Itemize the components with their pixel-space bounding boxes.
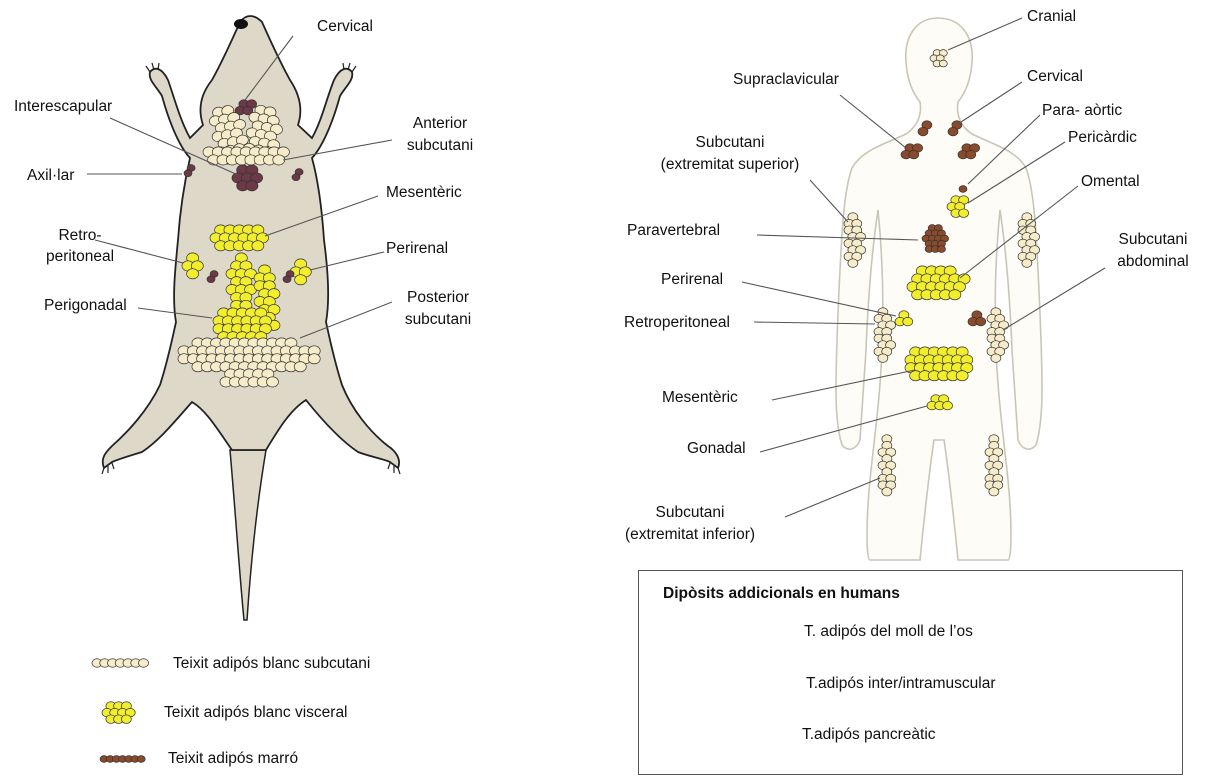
human-label-supraclavicular: Supraclavicular: [733, 70, 839, 89]
human-label-omental: Omental: [1081, 172, 1140, 191]
human-subcut-leg-right-blob: [989, 487, 999, 496]
mouse-label-interescapular: Interescapular: [14, 97, 112, 116]
human-label-subcut-inf-2: (extremitat inferior): [600, 525, 780, 544]
human-cervical-left-blob: [918, 127, 928, 136]
mouse-perirenal-right-blob: [283, 276, 291, 283]
human-label-pericardic: Pericàrdic: [1068, 128, 1137, 147]
human-label-subcut-sup-1: Subcutani: [630, 133, 830, 152]
mouse-label-axillar: Axil·lar: [27, 166, 74, 185]
human-mesenteric-depot-blob: [956, 371, 968, 381]
mouse-label-perigonadal: Perigonadal: [44, 296, 127, 315]
human-subcut-arm-right-blob: [1022, 259, 1032, 268]
mouse-label-perirenal: Perirenal: [386, 239, 448, 258]
mouse-anterior-subcutaneous-band-blob: [273, 155, 285, 165]
human-label-gonadal: Gonadal: [687, 439, 746, 458]
human-supraclavicular-left-blob: [909, 150, 919, 159]
mouse-label-anterior-2: subcutani: [390, 136, 490, 155]
human-retroperitoneal-right-blob: [991, 354, 1001, 363]
mouse-label-retro-1: Retro-: [40, 226, 120, 245]
legend-visceral-white: Teixit adipós blanc visceral: [164, 704, 348, 722]
intramuscular-label: T.adipós inter/intramuscular: [806, 675, 996, 693]
additional-depots-title: Dipòsits addicionals en humans: [663, 585, 900, 603]
bone-marrow-label: T. adipós del moll de l’os: [804, 623, 973, 641]
additional-depots-box: Dipòsits addicionals en humans T. adipós…: [638, 570, 1183, 775]
mouse-label-retro-2: peritoneal: [40, 247, 120, 266]
human-label-subcut-abd-1: Subcutani: [1098, 230, 1208, 249]
mouse-posterior-subcutaneous-lower: [220, 369, 279, 387]
legend-subcutaneous-white: Teixit adipós blanc subcutani: [173, 655, 370, 673]
mouse-posterior-subcutaneous-blob: [308, 354, 320, 364]
human-retroperitoneal-right: [987, 308, 1009, 363]
human-paraaortic-depot: [959, 186, 967, 193]
human-cranial-depot-blob: [939, 60, 947, 67]
mouse-axillar-right-blob: [292, 174, 300, 181]
human-paraaortic-depot-blob: [959, 186, 967, 193]
human-label-retroperitoneal: Retroperitoneal: [624, 313, 730, 332]
human-pericardic-depot-blob: [959, 209, 969, 218]
mouse-posterior-subcutaneous-blob: [294, 362, 306, 372]
leader-human-perirenal: [742, 282, 896, 316]
human-cervical-right-blob: [948, 127, 958, 136]
leader-human-supraclavicular: [840, 95, 906, 148]
legend-subcutaneous-icon: [92, 659, 149, 668]
human-retroperitoneal-left-blob: [878, 354, 888, 363]
human-label-cervical: Cervical: [1027, 67, 1083, 86]
human-subcut-leg-left-blob: [882, 487, 892, 496]
human-gonadal-depot-blob: [943, 401, 953, 410]
legend-brown-icon-blob: [137, 756, 145, 763]
mouse-tail: [230, 450, 266, 620]
mouse-perirenal-left-blob: [207, 276, 215, 283]
human-perirenal-right-blob: [976, 317, 986, 326]
mouse-label-posterior-1: Posterior: [388, 288, 488, 307]
mouse-anterior-subcutaneous-band: [203, 147, 289, 165]
human-paravertebral-depot-blob: [938, 246, 946, 253]
mouse-retroperitoneal-right-blob: [295, 275, 307, 285]
human-perirenal-left-blob: [903, 317, 913, 326]
legend-visceral-icon: [102, 702, 135, 724]
pancreatic-label: T.adipós pancreàtic: [802, 726, 936, 744]
human-subcut-arm-left-blob: [848, 259, 858, 268]
human-label-paraaortic: Para- aòrtic: [1042, 101, 1122, 120]
legend-brown: Teixit adipós marró: [168, 750, 298, 768]
human-label-subcut-inf-1: Subcutani: [600, 503, 780, 522]
mouse-interscapular-depot: [232, 165, 263, 191]
leader-human-subcut-sup: [810, 180, 848, 222]
leader-human-subcut-inf: [785, 478, 880, 517]
legend-brown-icon: [100, 756, 145, 763]
mouse-axillar-left-blob: [184, 170, 192, 177]
human-label-mesenteric: Mesentèric: [662, 388, 738, 407]
mouse-interscapular-depot-blob: [246, 181, 258, 191]
mouse-mesenteric-depot-blob: [252, 241, 264, 251]
mouse-posterior-subcutaneous-lower-blob: [267, 377, 279, 387]
mouse-retroperitoneal-left-blob: [187, 269, 199, 279]
human-supraclavicular-right-blob: [966, 150, 976, 159]
mouse-nose: [234, 19, 248, 29]
human-label-subcut-sup-2: (extremitat superior): [630, 155, 830, 174]
leader-human-cervical: [958, 82, 1022, 124]
human-label-paravertebral: Paravertebral: [627, 221, 720, 240]
mouse-label-anterior-1: Anterior: [390, 114, 490, 133]
human-label-subcut-abd-2: abdominal: [1098, 252, 1208, 271]
legend-visceral-icon-blob: [121, 715, 131, 724]
human-omental-depot-blob: [949, 290, 961, 300]
human-label-perirenal: Perirenal: [661, 270, 723, 289]
mouse-label-posterior-2: subcutani: [388, 310, 488, 329]
mouse-label-mesenteric: Mesentèric: [386, 183, 462, 202]
mouse-mesenteric-depot: [210, 225, 269, 251]
human-mesenteric-depot: [905, 347, 973, 381]
human-label-cranial: Cranial: [1027, 7, 1076, 26]
mouse-label-cervical: Cervical: [300, 17, 390, 36]
legend-subcutaneous-icon-blob: [139, 659, 149, 668]
